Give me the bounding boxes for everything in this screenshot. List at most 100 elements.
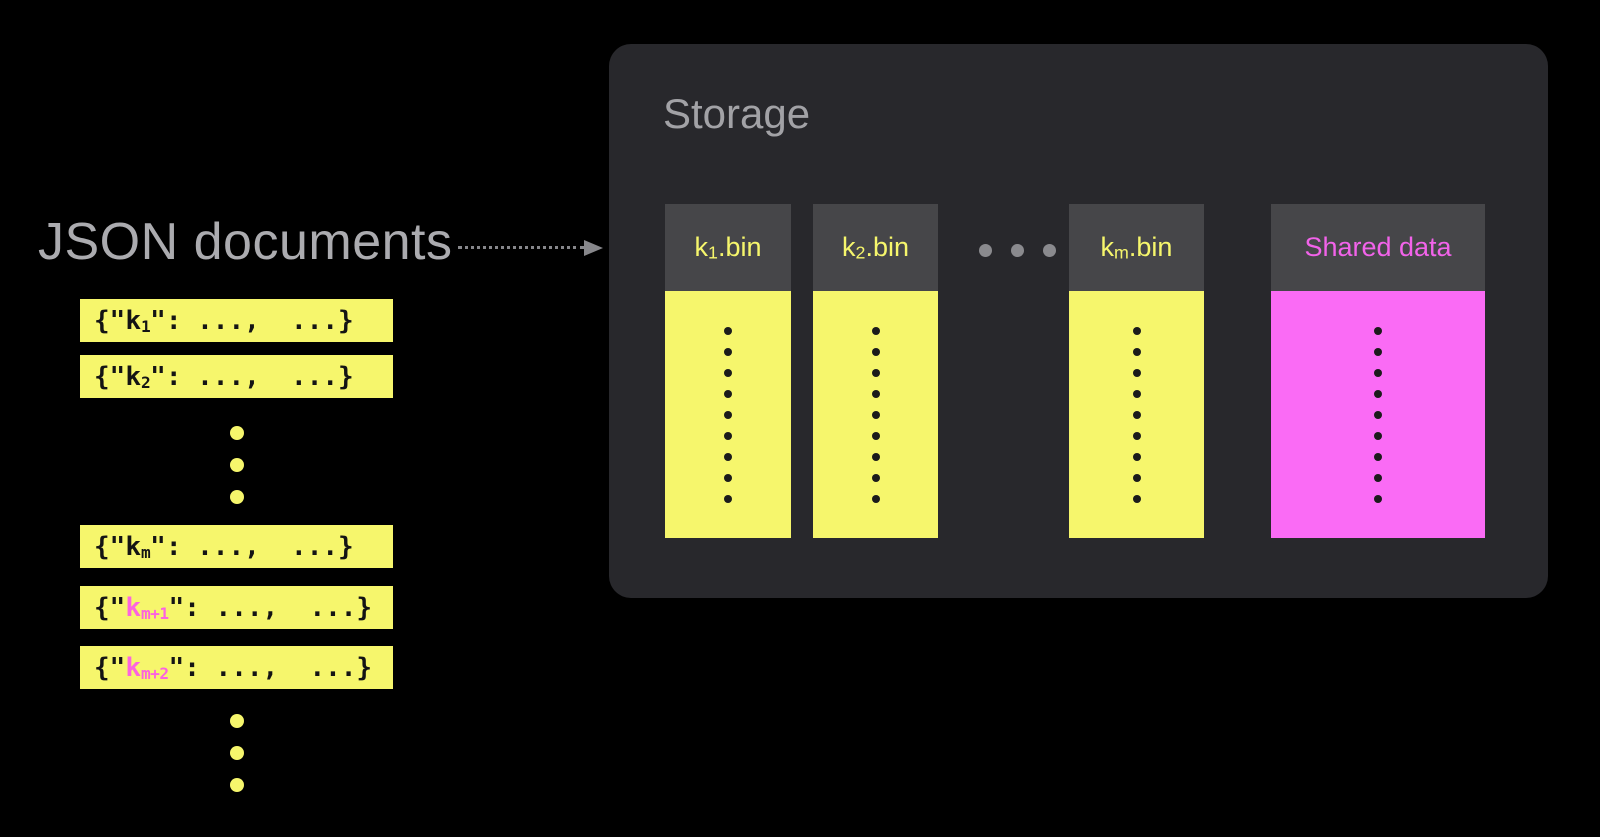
record-dot — [724, 389, 732, 398]
column-header: km.bin — [1069, 204, 1204, 291]
json-doc-pre: {" — [94, 531, 126, 562]
ellipsis-dot — [229, 778, 244, 792]
json-doc-key: km+1 — [125, 592, 169, 623]
column-ext: .bin — [717, 231, 762, 262]
json-doc-text: {"km+2": ..., ...} — [94, 653, 372, 683]
record-dot — [1132, 452, 1141, 461]
json-doc-post: ": ..., ...} — [150, 361, 354, 392]
json-doc-text: {"k2": ..., ...} — [94, 362, 354, 392]
column-ext: .bin — [865, 231, 909, 262]
record-dot — [1374, 473, 1382, 482]
record-dot — [1132, 410, 1141, 419]
records-ellipsis-icon — [1132, 326, 1141, 503]
ellipsis-dot — [229, 490, 244, 504]
record-dot — [1132, 326, 1141, 335]
json-doc-post: ": ..., ...} — [168, 592, 373, 623]
record-dot — [1132, 389, 1141, 398]
json-doc-pre: {" — [94, 592, 126, 623]
record-dot — [1374, 347, 1382, 356]
json-documents-title: JSON documents — [38, 213, 453, 271]
record-dot — [1132, 368, 1141, 377]
json-doc-key: km — [125, 532, 150, 562]
column-header: Shared data — [1271, 204, 1485, 291]
records-ellipsis-icon — [724, 326, 732, 503]
record-dot — [1374, 494, 1382, 503]
json-doc-post: ": ..., ...} — [150, 305, 354, 336]
arrow-head-icon — [584, 240, 603, 256]
json-doc-key-subscript: 1 — [140, 316, 151, 336]
record-dot — [1132, 494, 1141, 503]
arrow-dotted-line — [458, 246, 584, 249]
storage-column-bin: k2.bin — [813, 204, 938, 538]
ellipsis-dot — [1011, 244, 1024, 257]
storage-column-bin: k1.bin — [665, 204, 791, 538]
storage-title: Storage — [663, 90, 811, 137]
json-doc-key-name: k — [125, 652, 141, 683]
column-label: km.bin — [1101, 232, 1173, 263]
json-doc-key-subscript: m — [140, 542, 151, 562]
column-key-subscript: 2 — [855, 242, 866, 263]
column-ext: .bin — [1128, 231, 1173, 262]
column-body — [813, 291, 938, 538]
json-doc-key-name: k — [125, 361, 141, 392]
record-dot — [871, 326, 880, 335]
docs-ellipsis-icon — [80, 426, 393, 504]
record-dot — [724, 410, 732, 419]
record-dot — [1132, 347, 1141, 356]
storage-column-bin: km.bin — [1069, 204, 1204, 538]
column-body — [1271, 291, 1485, 538]
ellipsis-dot — [229, 458, 244, 472]
record-dot — [724, 326, 732, 335]
record-dot — [724, 452, 732, 461]
json-doc-text: {"km+1": ..., ...} — [94, 593, 372, 623]
json-doc-key-name: k — [125, 305, 141, 336]
record-dot — [724, 494, 732, 503]
json-doc-text: {"km": ..., ...} — [94, 532, 354, 562]
json-doc-bar: {"k1": ..., ...} — [80, 299, 393, 342]
json-doc-key-name: k — [125, 531, 141, 562]
docs-ellipsis-icon — [80, 714, 393, 792]
json-doc-pre: {" — [94, 652, 126, 683]
column-label: k2.bin — [842, 232, 909, 263]
record-dot — [1374, 326, 1382, 335]
column-body — [1069, 291, 1204, 538]
json-doc-bar: {"km+1": ..., ...} — [80, 586, 393, 629]
record-dot — [1374, 389, 1382, 398]
record-dot — [724, 368, 732, 377]
record-dot — [871, 431, 880, 440]
json-doc-post: ": ..., ...} — [150, 531, 354, 562]
record-dot — [871, 473, 880, 482]
json-doc-key-subscript: m+2 — [140, 663, 169, 683]
record-dot — [1374, 410, 1382, 419]
record-dot — [871, 368, 880, 377]
json-doc-bar: {"k2": ..., ...} — [80, 355, 393, 398]
column-label: Shared data — [1304, 232, 1452, 262]
json-doc-post: ": ..., ...} — [168, 652, 373, 683]
column-key: k — [1100, 231, 1115, 262]
json-doc-list: {"k1": ..., ...}{"k2": ..., ...}{"km": .… — [80, 299, 393, 792]
json-doc-key-subscript: m+1 — [140, 603, 169, 623]
record-dot — [871, 389, 880, 398]
column-key-subscript: m — [1114, 242, 1129, 263]
json-doc-key: km+2 — [125, 652, 169, 683]
json-doc-pre: {" — [94, 361, 126, 392]
column-key: k — [694, 231, 709, 262]
json-doc-text: {"k1": ..., ...} — [94, 306, 354, 336]
ellipsis-dot — [229, 714, 244, 728]
record-dot — [724, 473, 732, 482]
column-key: k — [842, 231, 856, 262]
ellipsis-dot — [229, 746, 244, 760]
column-header: k1.bin — [665, 204, 791, 291]
record-dot — [1132, 473, 1141, 482]
record-dot — [871, 494, 880, 503]
record-dot — [871, 347, 880, 356]
json-doc-key: k2 — [125, 362, 150, 392]
json-doc-key-name: k — [125, 592, 141, 623]
storage-column-shared: Shared data — [1271, 204, 1485, 538]
ellipsis-dot — [229, 426, 244, 440]
record-dot — [724, 431, 732, 440]
record-dot — [1374, 452, 1382, 461]
column-header: k2.bin — [813, 204, 938, 291]
